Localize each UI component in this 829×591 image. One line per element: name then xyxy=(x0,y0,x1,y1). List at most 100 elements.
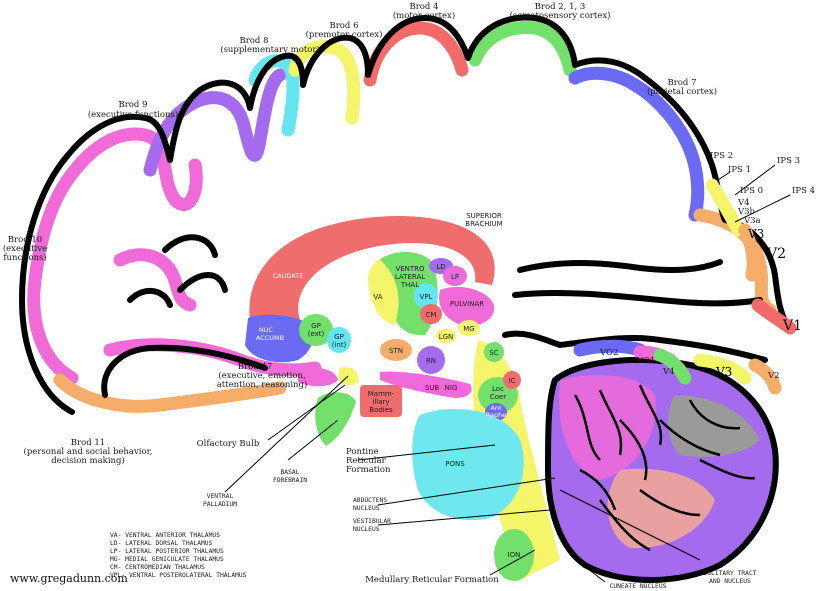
label-stn: STN xyxy=(389,347,403,355)
ic-shape xyxy=(503,371,521,389)
label-v2: V2 xyxy=(766,246,786,262)
label-brod213-sub: (somatosensory cortex) xyxy=(510,10,611,21)
label-mg: MG xyxy=(463,325,474,333)
cerebellum xyxy=(544,357,779,583)
label-brod4: Brod 4 xyxy=(410,2,439,12)
label-v4-low: V4 xyxy=(662,367,675,377)
band-v4-low xyxy=(653,348,692,385)
label-nuc-2: ACCUMB xyxy=(256,334,284,342)
label-brod6-sub: (premotor cortex) xyxy=(306,29,383,40)
legend-item: LP- LATERAL POSTERIOR THALAMUS xyxy=(110,548,224,555)
cortex-outer-contour xyxy=(19,14,793,415)
band-v1 xyxy=(751,298,797,335)
band-v2-low xyxy=(748,358,782,395)
lead-basal xyxy=(287,419,339,461)
label-gp-ext-2: (ext) xyxy=(308,330,325,338)
website-credit: www.gregadunn.com xyxy=(10,572,128,585)
label-ion: ION xyxy=(508,551,521,559)
label-pons: PONS xyxy=(445,460,465,468)
lead-vestibular xyxy=(377,509,551,526)
label-vo2: VO2 xyxy=(599,348,618,358)
label-basal-1: BASAL xyxy=(281,469,300,476)
legend-item: VA- VENTRAL ANTERIOR THALAMUS xyxy=(110,532,220,539)
label-va: VA xyxy=(373,293,382,301)
lp-shape xyxy=(443,266,467,286)
label-loc-1: Loc xyxy=(492,385,504,393)
label-superior-brachium-1: SUPERIOR xyxy=(466,212,502,220)
cerebellum-gray-lobe xyxy=(668,395,760,457)
lead-ips4 xyxy=(734,194,791,223)
label-ventro-1: VENTRO xyxy=(395,265,425,273)
nuc-accumb-shape xyxy=(245,314,314,363)
label-ventral-1: VENTRAL xyxy=(207,493,234,500)
label-vpl: VPL xyxy=(420,293,433,301)
label-caudate: CAUDATE xyxy=(273,272,304,280)
label-ips4: IPS 4 xyxy=(792,186,815,196)
label-pontine-3: Formation xyxy=(346,465,391,475)
label-abducens-1: ABDUCTENS xyxy=(353,497,387,504)
label-ventral-2: PALLADIUM xyxy=(203,501,237,508)
label-v4: V4 xyxy=(737,198,750,208)
lead-pontine xyxy=(357,444,496,461)
cm-shape xyxy=(420,304,442,324)
band-brod10 xyxy=(27,127,203,385)
label-mammillary-3: Bodies xyxy=(369,406,393,414)
brod47-pink-shape xyxy=(298,368,338,387)
band-brod10-inner xyxy=(113,248,197,312)
band-brod4 xyxy=(363,21,469,87)
label-ventro-2: LATERAL xyxy=(395,273,425,281)
label-brod8-sub: (supplementary motor) xyxy=(220,44,320,55)
label-brod11-sub2: decision making) xyxy=(51,455,125,466)
label-brod47-sub1: (executive, emotion, xyxy=(218,370,305,381)
label-medullary: Medullary Reticular Formation xyxy=(365,575,499,585)
vpl-shape xyxy=(414,283,438,309)
callout-labels: Olfactory Bulb BASAL FOREBRAIN VENTRAL P… xyxy=(197,439,757,590)
deep-structures xyxy=(245,216,560,581)
label-cm: CM xyxy=(426,311,437,319)
label-ic: IC xyxy=(509,377,516,385)
basal-forebrain-shape xyxy=(315,392,356,446)
label-brod10-sub2: functions) xyxy=(3,252,46,263)
band-brod7 xyxy=(568,66,705,222)
label-ips3: IPS 3 xyxy=(777,156,800,166)
label-v3b: V3b xyxy=(737,207,756,217)
band-brod11 xyxy=(53,373,287,413)
label-v3: V3 xyxy=(747,227,764,241)
band-brod213 xyxy=(468,20,577,77)
label-vestibular-2: NUCLEUS xyxy=(353,526,380,533)
label-brod213: Brod 2, 1, 3 xyxy=(535,2,586,12)
label-v2-low: V2 xyxy=(767,371,780,381)
label-cuneate: CUNEATE NUCLEUS xyxy=(610,583,667,590)
label-pulvinar: PULVINAR xyxy=(450,300,484,308)
band-v3-upper xyxy=(705,178,745,237)
ion-shape xyxy=(494,529,534,581)
lead-abducens xyxy=(377,477,556,506)
label-ips1: IPS 1 xyxy=(728,165,751,175)
label-gp-ext-1: GP xyxy=(311,322,321,330)
label-ant-1: Ant xyxy=(490,404,502,412)
visual-area-bands xyxy=(573,178,797,395)
mg-shape xyxy=(458,320,480,336)
label-pontine-1: Pontine xyxy=(346,447,379,457)
lead-medullary xyxy=(489,549,536,576)
label-brod4-sub: (motor cortex) xyxy=(393,10,455,21)
label-mammillary-1: Mamm- xyxy=(368,390,395,398)
label-gp-int-2: (int) xyxy=(332,341,347,349)
lead-olfactory xyxy=(267,384,346,441)
label-sub-nig-1: SUB xyxy=(425,384,440,392)
label-solitary-1: SOLITARY TRACT xyxy=(703,570,756,577)
lead-ips1 xyxy=(717,171,731,181)
cerebellum-peach-lobe xyxy=(607,468,715,549)
label-basal-2: FOREBRAIN xyxy=(273,477,307,484)
label-vo1: VO1 xyxy=(636,356,655,366)
cortex-occipital-contour xyxy=(512,259,763,307)
pulvinar-shape xyxy=(438,286,495,326)
inner-labels: SUPERIOR BRACHIUM CAUDATE VENTRO LATERAL… xyxy=(256,212,521,559)
mammillary-shape xyxy=(360,385,402,417)
label-brod47: Brod 47 xyxy=(238,362,272,372)
caudate-shape xyxy=(249,216,495,320)
label-pontine-2: Reticular xyxy=(346,456,387,466)
cortex-ventral-contour xyxy=(502,330,768,363)
sc-shape xyxy=(484,342,504,362)
label-sc: SC xyxy=(489,349,498,357)
